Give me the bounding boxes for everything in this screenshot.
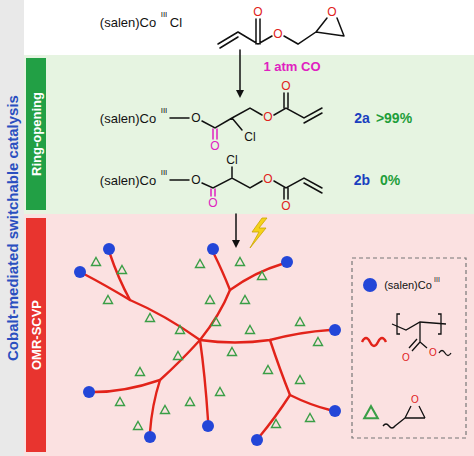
- atom-label: O: [273, 28, 282, 40]
- section-tab-text: OMR-SCVP: [30, 300, 43, 370]
- scheme-label: (salen)Co: [100, 174, 156, 187]
- cobalt-dots: [74, 243, 341, 446]
- section-tab: OMR-SCVP: [26, 218, 46, 452]
- bonds: [170, 18, 344, 244]
- epoxide-mark: [92, 258, 101, 266]
- epoxide-mark: [272, 420, 281, 428]
- atom-label: O: [191, 112, 200, 124]
- atom-label: 2a: [354, 111, 370, 125]
- scheme-label: III: [161, 107, 168, 115]
- epoxide-mark: [236, 258, 245, 266]
- polymer-branches: [84, 254, 330, 436]
- section-tab-text: Ring-opening: [30, 92, 43, 176]
- scheme-label: (salen)Co: [100, 112, 156, 125]
- epoxide-mark: [134, 422, 143, 430]
- epoxide-mark: [146, 314, 155, 322]
- epoxide-mark: [241, 296, 250, 304]
- epoxide-mark: [296, 376, 305, 384]
- epoxide-mark: [216, 388, 225, 396]
- legend-swatch: [363, 278, 377, 292]
- epoxide-mark: [306, 414, 315, 422]
- atom-label: Cl: [244, 131, 255, 143]
- atom-label: O: [402, 353, 410, 363]
- legend-triangle: [364, 406, 378, 418]
- epoxide-mark: [212, 318, 221, 326]
- epoxide-marks: [92, 258, 323, 430]
- atom-label: O: [281, 200, 290, 212]
- epoxide-mark: [246, 326, 255, 334]
- epoxide-mark: [176, 326, 185, 334]
- epoxide-mark: [264, 366, 273, 374]
- atom-label: O: [263, 111, 272, 123]
- atom-label: O: [429, 348, 437, 358]
- side-title-text: Cobalt-mediated switchable catalysis: [5, 95, 20, 361]
- scheme-label: III: [434, 276, 440, 283]
- atom-label: O: [191, 174, 200, 186]
- epoxide-mark: [258, 272, 267, 280]
- scheme-label: (salen)Co: [100, 16, 156, 29]
- atom-label: Cl: [226, 154, 237, 166]
- epoxide-mark: [116, 398, 125, 406]
- section-tab: Ring-opening: [26, 58, 46, 210]
- side-title: Cobalt-mediated switchable catalysis: [0, 0, 24, 456]
- epoxide-mark: [161, 406, 170, 414]
- epoxide-mark: [206, 296, 215, 304]
- legend-box: [352, 258, 466, 438]
- red-band: [24, 214, 474, 456]
- atom-label: 2b: [354, 173, 370, 187]
- scheme-label: III: [161, 169, 168, 177]
- epoxide-mark: [196, 260, 205, 268]
- legend-text: (salen)Co: [384, 280, 432, 291]
- epoxide-mark: [136, 368, 145, 376]
- atom-label: O: [253, 6, 262, 18]
- legend-chain: [362, 338, 386, 346]
- epoxide-mark: [314, 338, 323, 346]
- epoxide-mark: [186, 398, 195, 406]
- epoxide-mark: [228, 348, 237, 356]
- atom-label: O: [208, 197, 217, 209]
- scheme-label: 1 atm CO: [263, 60, 320, 73]
- atom-label: O: [263, 173, 272, 185]
- scheme-label: III: [161, 11, 168, 19]
- side-strip: [0, 0, 24, 456]
- atom-label: O: [281, 80, 290, 92]
- scheme-label: >99%: [376, 111, 412, 125]
- light-bolt: [250, 218, 267, 248]
- atom-label: O: [327, 6, 336, 18]
- epoxide-mark: [296, 318, 305, 326]
- atom-label: O: [411, 395, 419, 405]
- atom-label: 0%: [380, 173, 400, 187]
- atom-label: Cl: [170, 16, 182, 29]
- epoxide-mark: [104, 296, 113, 304]
- epoxide-mark: [118, 266, 127, 274]
- atom-label: O: [210, 140, 219, 152]
- green-band: [24, 55, 474, 214]
- legend-repeat-unit: [392, 314, 451, 356]
- legend-epoxide: [383, 406, 425, 428]
- epoxide-mark: [174, 352, 183, 360]
